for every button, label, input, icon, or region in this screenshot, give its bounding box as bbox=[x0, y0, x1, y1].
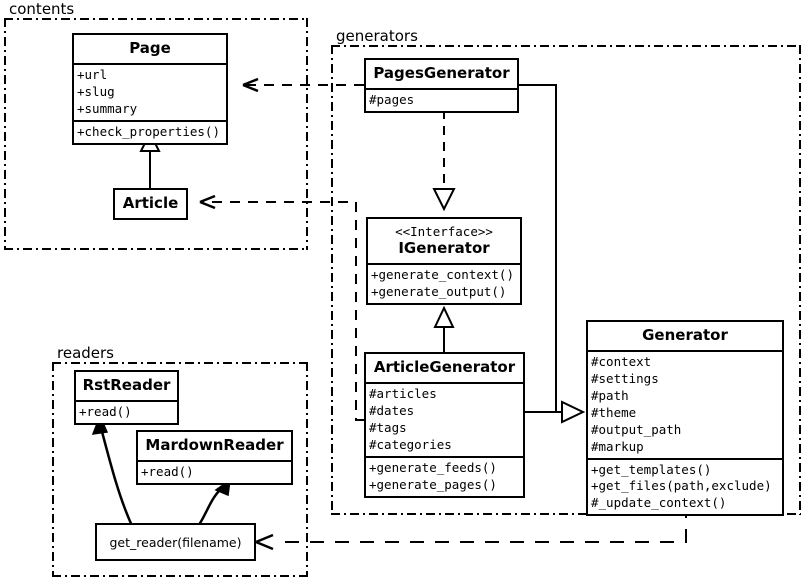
class-pagesgenerator-name: PagesGenerator bbox=[373, 64, 510, 82]
class-articlegenerator-name: ArticleGenerator bbox=[373, 358, 516, 376]
class-igenerator-label: IGenerator bbox=[398, 239, 490, 257]
attribute-row: +url bbox=[77, 67, 108, 83]
class-articlegenerator-attributes: #articles #dates #tags #categories bbox=[366, 382, 523, 456]
function-get-reader[interactable]: get_reader(filename) bbox=[95, 523, 256, 561]
class-page-name: Page bbox=[129, 39, 171, 57]
attribute-row: #categories bbox=[369, 436, 452, 452]
attribute-row: #dates bbox=[369, 403, 415, 419]
class-generator[interactable]: Generator #context #settings #path #them… bbox=[586, 320, 784, 517]
class-rstreader[interactable]: RstReader +read() bbox=[74, 370, 179, 426]
attribute-row: +slug bbox=[77, 84, 115, 100]
attribute-row: #output_path bbox=[591, 421, 682, 437]
class-mardownreader-methods: +read() bbox=[138, 460, 291, 483]
method-row: +read() bbox=[141, 464, 194, 480]
attribute-row: +summary bbox=[77, 101, 138, 116]
class-igenerator-stereotype: <<Interface>> bbox=[395, 224, 493, 239]
package-label-readers: readers bbox=[54, 344, 117, 362]
attribute-row: #markup bbox=[591, 438, 644, 454]
class-igenerator[interactable]: <<Interface>> IGenerator +generate_conte… bbox=[366, 217, 522, 305]
method-row: #_update_context() bbox=[591, 495, 727, 511]
class-articlegenerator-methods: +generate_feeds() +generate_pages() bbox=[366, 455, 523, 496]
package-label-contents: contents bbox=[6, 0, 78, 18]
attribute-row: #tags bbox=[369, 420, 407, 435]
class-page-attributes: +url +slug +summary bbox=[74, 63, 226, 120]
method-row: +check_properties() bbox=[77, 123, 220, 139]
class-articlegenerator[interactable]: ArticleGenerator #articles #dates #tags … bbox=[364, 352, 525, 498]
attribute-row: #settings bbox=[591, 371, 659, 387]
attribute-row: #context bbox=[591, 354, 652, 370]
method-row: +generate_output() bbox=[371, 284, 507, 300]
method-row: +get_templates() bbox=[591, 461, 712, 477]
attribute-row: #pages bbox=[369, 92, 415, 108]
class-igenerator-methods: +generate_context() +generate_output() bbox=[368, 263, 520, 303]
class-generator-methods: +get_templates() +get_files(path,exclude… bbox=[588, 457, 782, 515]
class-pagesgenerator[interactable]: PagesGenerator #pages bbox=[364, 58, 519, 114]
class-mardownreader-name: MardownReader bbox=[145, 436, 284, 454]
class-mardownreader[interactable]: MardownReader +read() bbox=[136, 430, 293, 486]
class-pagesgenerator-attributes: #pages bbox=[366, 88, 517, 111]
class-article[interactable]: Article bbox=[113, 188, 188, 221]
method-row: +get_files(path,exclude) bbox=[591, 478, 772, 494]
method-row: +generate_context() bbox=[371, 267, 514, 283]
function-get-reader-label: get_reader(filename) bbox=[109, 534, 242, 550]
method-row: +generate_feeds() bbox=[369, 459, 497, 475]
class-page[interactable]: Page +url +slug +summary +check_properti… bbox=[72, 33, 228, 145]
class-generator-attributes: #context #settings #path #theme #output_… bbox=[588, 350, 782, 457]
method-row: +generate_pages() bbox=[369, 476, 497, 492]
class-article-name: Article bbox=[122, 194, 179, 212]
attribute-row: #theme bbox=[591, 404, 637, 420]
class-igenerator-name: <<Interface>> IGenerator bbox=[368, 219, 520, 263]
class-generator-name: Generator bbox=[642, 326, 728, 344]
class-rstreader-name: RstReader bbox=[82, 376, 171, 394]
method-row: +read() bbox=[79, 404, 132, 420]
class-rstreader-methods: +read() bbox=[76, 400, 177, 423]
attribute-row: #articles bbox=[369, 386, 437, 402]
class-page-methods: +check_properties() bbox=[74, 119, 226, 143]
attribute-row: #path bbox=[591, 388, 629, 403]
package-label-generators: generators bbox=[333, 27, 421, 45]
